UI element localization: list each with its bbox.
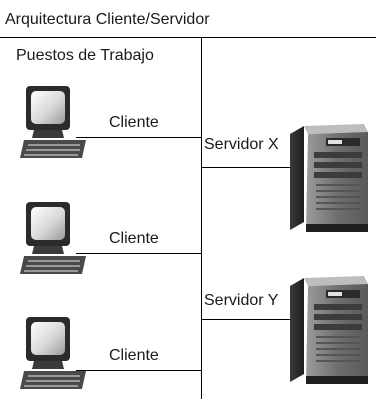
server-link <box>201 167 291 168</box>
computer-terminal-icon <box>20 202 86 274</box>
client-label: Cliente <box>109 230 159 247</box>
client-link <box>76 370 202 371</box>
server-tower-icon <box>290 276 368 384</box>
network-backbone <box>201 37 202 399</box>
diagram-title: Arquitectura Cliente/Servidor <box>5 11 210 28</box>
workstations-heading: Puestos de Trabajo <box>16 47 154 64</box>
server-label: Servidor Y <box>204 292 279 309</box>
computer-terminal-icon <box>20 86 86 158</box>
title-divider <box>0 37 376 38</box>
client-link <box>76 137 202 138</box>
computer-terminal-icon <box>20 317 86 389</box>
server-tower-icon <box>290 124 368 232</box>
client-label: Cliente <box>109 114 159 131</box>
server-link <box>201 319 291 320</box>
client-link <box>76 253 202 254</box>
client-label: Cliente <box>109 347 159 364</box>
server-label: Servidor X <box>204 136 279 153</box>
